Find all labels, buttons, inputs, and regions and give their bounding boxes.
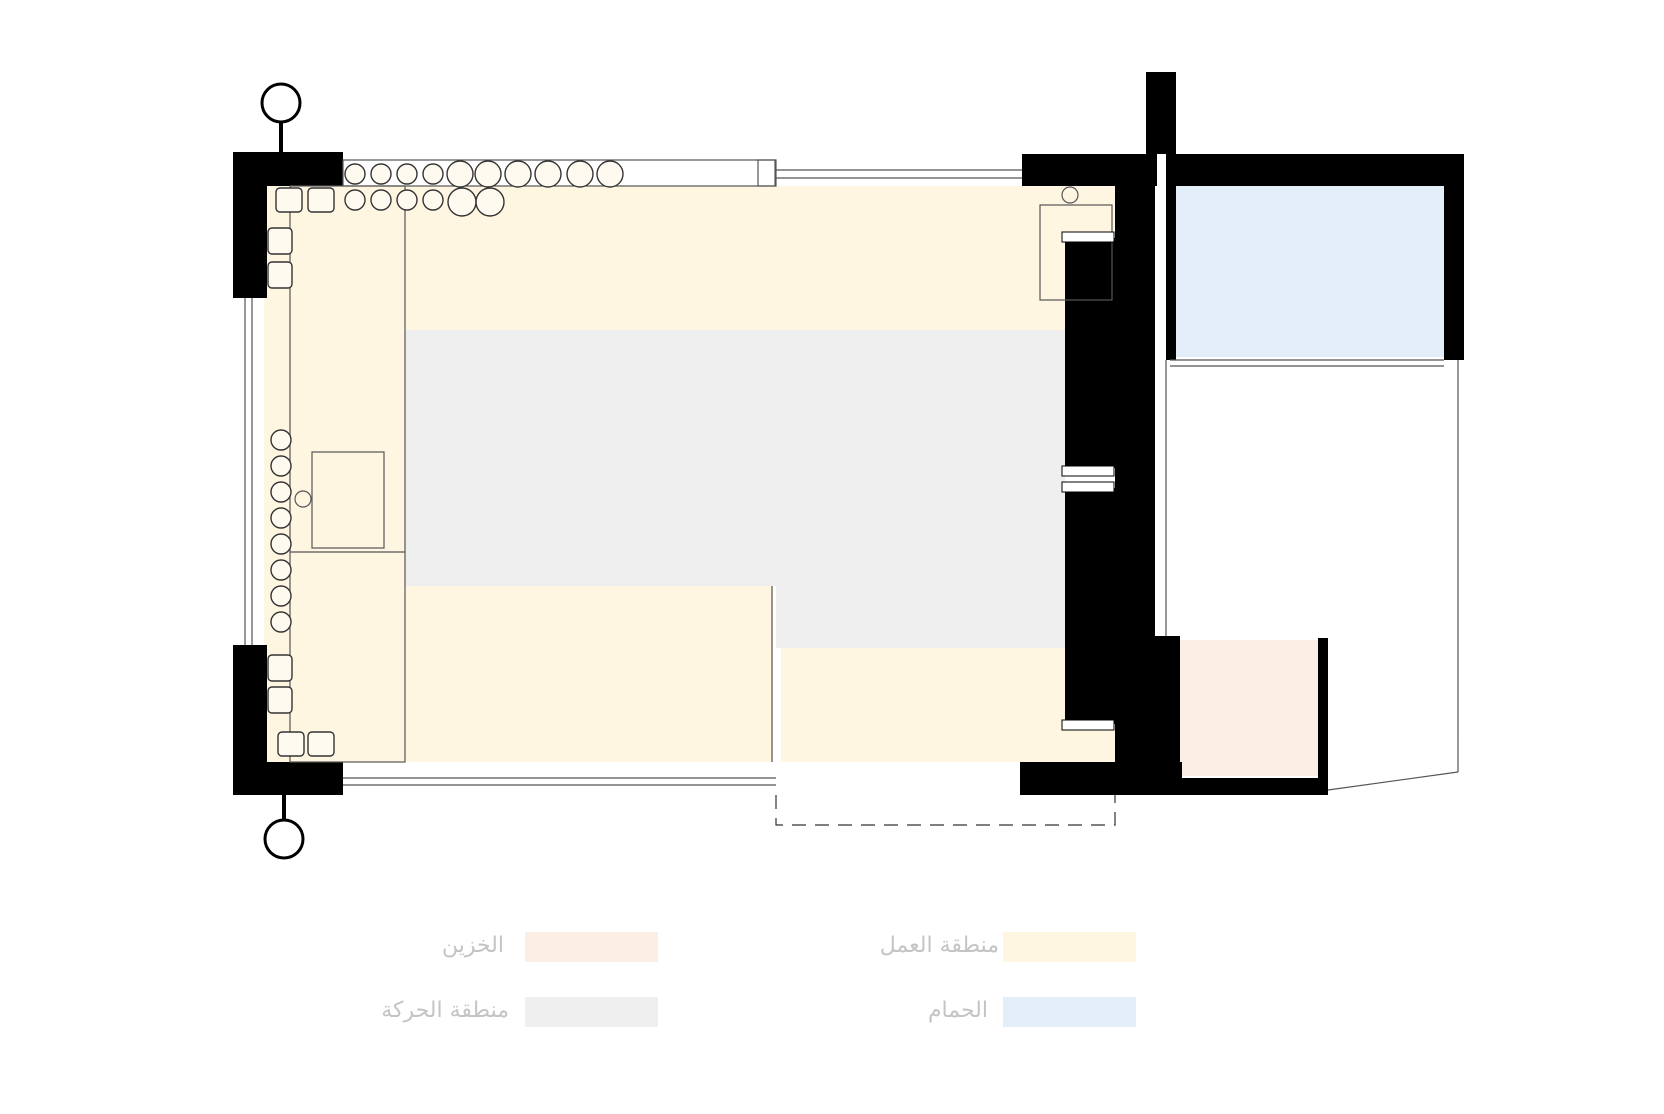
east-counter-box — [1039, 204, 1113, 301]
left-counter-outline — [289, 185, 406, 763]
walls — [233, 72, 1464, 795]
stool — [307, 187, 335, 213]
top-item — [475, 187, 505, 217]
east-cabinet-details — [1061, 231, 1115, 731]
stool — [267, 227, 293, 255]
legend-label-circulation: منطقة الحركة — [381, 998, 509, 1023]
top-counter — [342, 159, 776, 187]
top-item — [344, 189, 366, 211]
top-item — [566, 160, 594, 188]
top-item — [370, 189, 392, 211]
stool — [267, 261, 293, 289]
legend-swatch-bathroom — [1003, 997, 1136, 1027]
stool — [275, 187, 303, 213]
zones — [264, 185, 1445, 776]
plan-lines — [244, 159, 1459, 791]
hinge — [1061, 481, 1115, 493]
legend-swatch-circulation — [525, 997, 658, 1027]
top-item — [422, 163, 444, 185]
marker-top-circle — [260, 82, 302, 124]
wall-east-column — [1115, 160, 1155, 795]
legend-label-storage: الخزين — [441, 933, 504, 958]
stool — [267, 686, 293, 714]
work-zone-lower-right — [781, 648, 1116, 762]
hinge — [1061, 231, 1115, 243]
left-item — [270, 585, 292, 607]
east-fixture — [1061, 186, 1079, 204]
top-item — [534, 160, 562, 188]
wall-bath-top — [1168, 154, 1464, 186]
stools — [267, 187, 335, 757]
marker-bottom-circle — [263, 818, 305, 860]
canopy-dashed-outline — [775, 795, 1116, 826]
top-counter-end — [757, 159, 777, 187]
wall-chimney — [1146, 72, 1176, 154]
top-item — [504, 160, 532, 188]
wall-bottom-left — [233, 762, 343, 795]
bathroom-zone-area — [1170, 185, 1445, 357]
top-item — [447, 187, 477, 217]
cabinet-east-upper — [1065, 238, 1117, 468]
wall-bath-left — [1166, 154, 1176, 360]
top-item — [396, 189, 418, 211]
legend-swatch-storage — [525, 932, 658, 962]
hinge — [1061, 719, 1115, 731]
curved-edge — [1327, 771, 1459, 791]
top-item — [446, 160, 474, 188]
hinge — [1061, 465, 1115, 477]
legend-label-work: منطقة العمل — [879, 933, 999, 958]
top-item — [370, 163, 392, 185]
stool — [277, 731, 305, 757]
top-item — [396, 163, 418, 185]
wall-left-upper — [233, 152, 267, 298]
stool — [267, 654, 293, 682]
sink-drain — [294, 490, 312, 508]
wall-east-lower — [1150, 636, 1180, 795]
wall-bath-right — [1444, 154, 1464, 360]
stool — [307, 731, 335, 757]
equipment-top — [344, 160, 624, 217]
top-item — [596, 160, 624, 188]
legend-swatch-work — [1003, 932, 1136, 962]
top-item — [344, 163, 366, 185]
work-zone-lower-left — [405, 586, 773, 762]
left-item — [270, 429, 292, 451]
storage-zone-area — [1180, 640, 1322, 776]
wall-storage-bottom — [1176, 778, 1328, 795]
column-markers — [260, 82, 305, 860]
legend-label-bathroom: الحمام — [927, 998, 988, 1023]
left-item — [270, 507, 292, 529]
top-item — [474, 160, 502, 188]
left-item — [270, 481, 292, 503]
wall-storage-right — [1318, 638, 1328, 795]
equipment-left — [270, 429, 292, 633]
left-item — [270, 455, 292, 477]
sink-outline — [311, 451, 385, 549]
left-item — [270, 533, 292, 555]
cabinet-east-lower — [1065, 488, 1117, 724]
left-item — [270, 559, 292, 581]
left-item — [270, 611, 292, 633]
top-item — [422, 189, 444, 211]
circulation-zone-area — [405, 330, 1065, 648]
